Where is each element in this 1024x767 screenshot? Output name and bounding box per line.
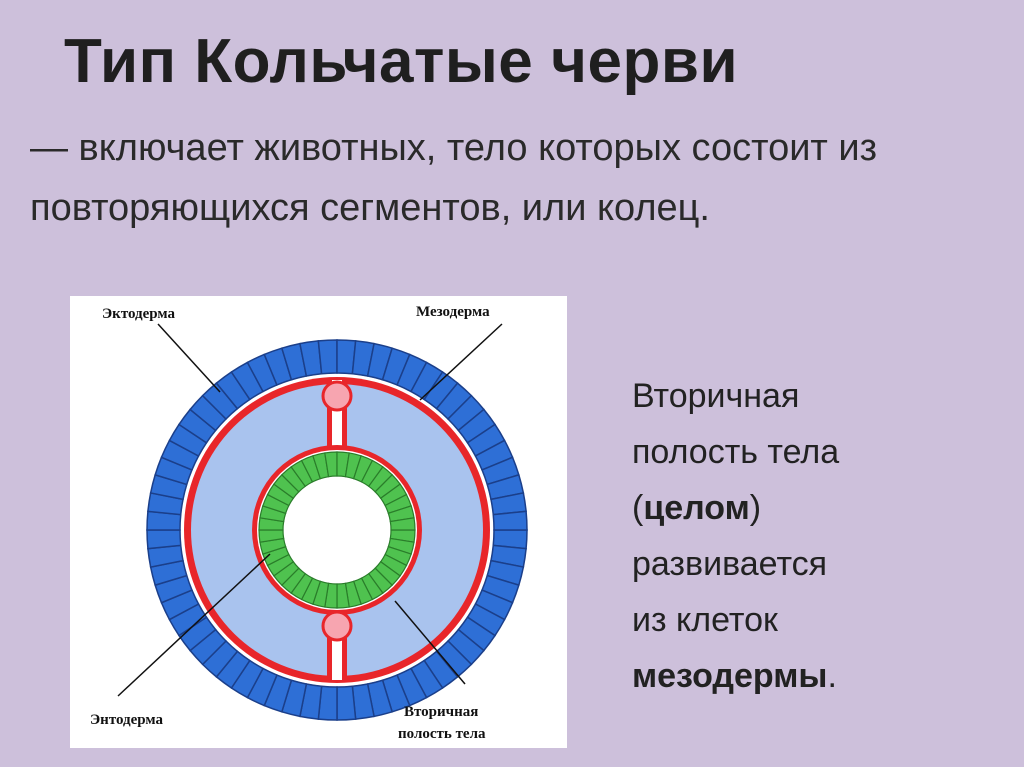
side-line-6: мезодермы.: [632, 657, 837, 695]
slide-title: Тип Кольчатые черви: [64, 27, 739, 96]
side-line-5: из клеток: [632, 601, 778, 639]
ventral-vessel: [321, 610, 353, 642]
side-line-4: развивается: [632, 545, 828, 583]
ectoderm-label: Эктодерма: [102, 306, 176, 322]
coelom-term: целом: [643, 489, 750, 527]
mesoderm-pointer-line: [419, 323, 503, 401]
ectoderm-cell: [317, 339, 338, 375]
ectoderm-cell: [492, 510, 528, 531]
ectoderm-cell: [336, 685, 357, 721]
endoderm-cell: [389, 517, 416, 531]
endoderm-pointer-line: [117, 553, 271, 697]
endoderm-layer: [258, 451, 416, 609]
gut-lumen: [285, 478, 389, 582]
dorsal-vessel: [321, 380, 353, 412]
side-line-3: (целом): [632, 489, 762, 527]
endoderm-label: Энтодерма: [90, 712, 164, 728]
side-line-2: полость тела: [632, 433, 840, 471]
ectoderm-cell: [146, 529, 182, 550]
intro-text: — включает животных, тело которых состои…: [30, 127, 878, 229]
ectoderm-layer: [146, 339, 528, 721]
ectoderm-pointer-line: [157, 323, 221, 393]
coelom-label-line1: Вторичная: [404, 704, 478, 720]
annelid-cross-section-figure: Эктодерма Мезодерма Энтодерма Вторичная …: [70, 296, 567, 748]
mesoderm-term: мезодермы: [632, 657, 828, 695]
coelom-label-line2: полость тела: [398, 726, 486, 742]
coelom-pointer-line: [394, 600, 466, 685]
mesoderm-label: Мезодерма: [416, 304, 490, 320]
side-line-1: Вторичная: [632, 377, 800, 415]
cross-section-diagram: Эктодерма Мезодерма Энтодерма Вторичная …: [90, 304, 528, 742]
coelom-description: Вторичная полость тела (целом) развивает…: [632, 368, 932, 704]
